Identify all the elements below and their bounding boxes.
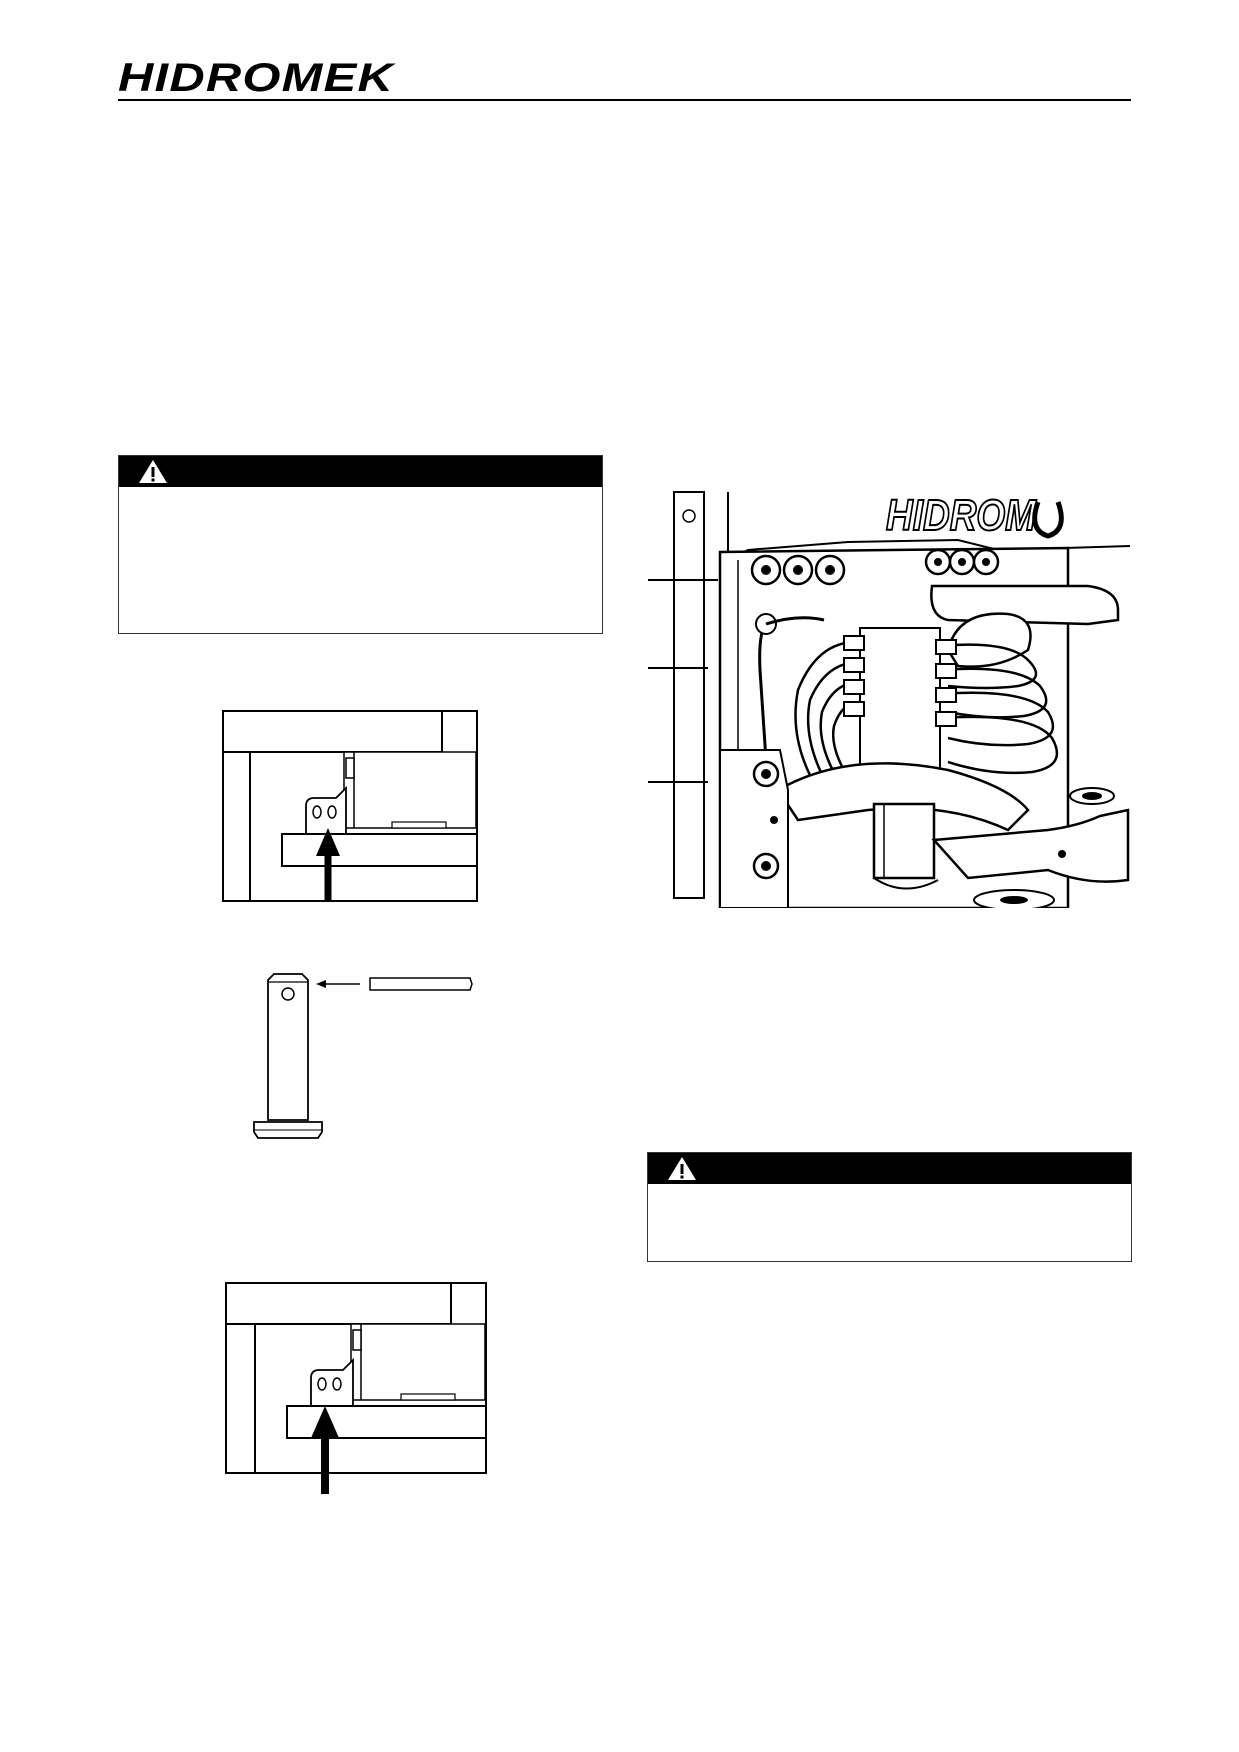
pin-detail-diagram bbox=[253, 973, 473, 1139]
warning-triangle-icon bbox=[139, 460, 167, 483]
warning-box bbox=[647, 1152, 1132, 1262]
header-rule bbox=[118, 99, 1131, 101]
hydraulic-connections-photo: HIDROM bbox=[648, 490, 1130, 908]
pin-location-diagram bbox=[225, 1282, 487, 1494]
warning-header-bar bbox=[119, 456, 602, 487]
photo-watermark-logo: HIDROM bbox=[886, 491, 1037, 540]
warning-triangle-icon bbox=[668, 1157, 696, 1180]
warning-header-bar bbox=[648, 1153, 1131, 1184]
hidromek-logo: HIDROMEK bbox=[118, 58, 397, 96]
svg-text:HIDROMEK: HIDROMEK bbox=[118, 58, 397, 96]
warning-box bbox=[118, 455, 603, 634]
pin-location-diagram bbox=[222, 710, 478, 902]
